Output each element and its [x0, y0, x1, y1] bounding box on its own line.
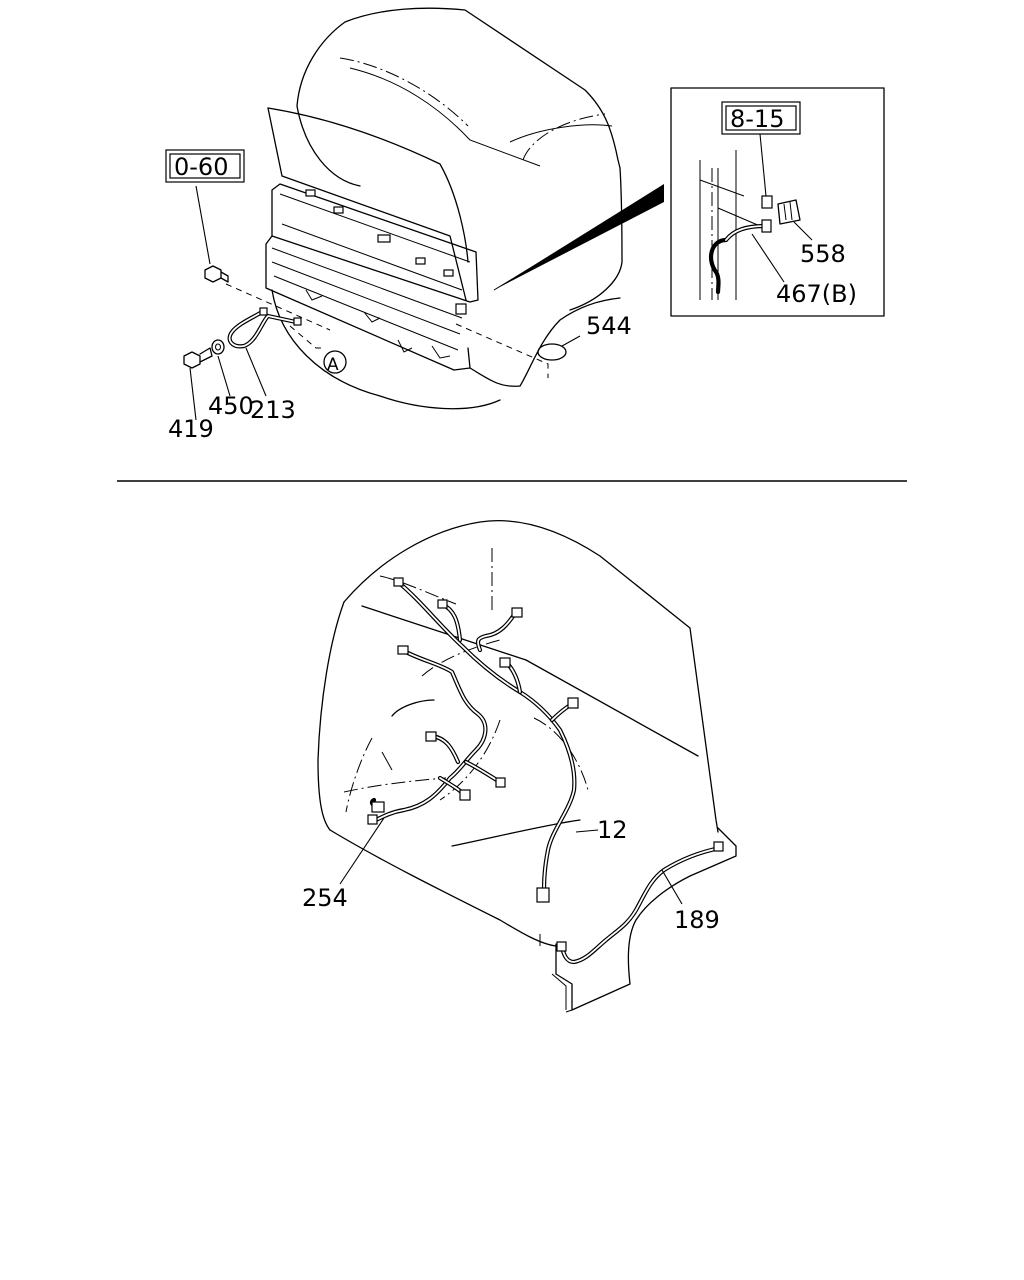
part-label-213: 213 [250, 396, 296, 424]
part-label-254: 254 [302, 884, 348, 912]
washer-icon [211, 339, 225, 355]
part-label-450: 450 [208, 392, 254, 420]
part-label-558: 558 [800, 240, 846, 268]
ref-box-0-60[interactable]: 0-60 [165, 149, 245, 183]
lid-panel [267, 107, 467, 301]
circle-marker-a-label: A [327, 355, 339, 375]
part-label-419: 419 [168, 415, 214, 443]
bolt-419-icon [183, 347, 213, 369]
bottom-view: 12 254 189 [302, 519, 737, 1013]
part-label-544: 544 [586, 312, 632, 340]
part-label-467b: 467(B) [776, 280, 857, 308]
svg-text:0-60: 0-60 [174, 153, 228, 181]
inset-detail [670, 87, 885, 317]
svg-text:8-15: 8-15 [730, 105, 784, 133]
grille-panel [265, 183, 479, 371]
harness-189 [556, 841, 724, 965]
bolt-icon [204, 265, 229, 283]
cab-outline [296, 7, 621, 169]
circle-marker-a [323, 350, 347, 374]
top-view: 0-60 8-15 544 [165, 7, 885, 443]
cab-interior-outline [343, 519, 719, 833]
rear-pillar-panel [555, 827, 737, 1011]
part-label-189: 189 [674, 906, 720, 934]
grommet-icon [537, 343, 567, 361]
harness-12 [393, 577, 579, 903]
harness-213 [227, 307, 302, 349]
inset-leader-wedge [494, 184, 664, 290]
ref-box-8-15[interactable]: 8-15 [721, 101, 801, 135]
harness-254 [367, 645, 506, 825]
part-label-12: 12 [597, 816, 628, 844]
